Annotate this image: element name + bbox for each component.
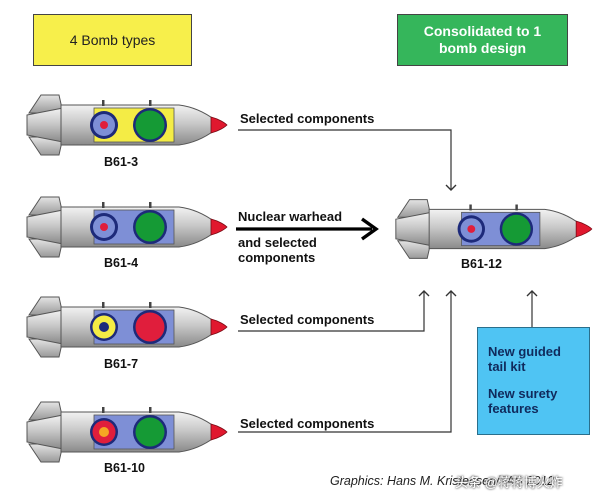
selected-components-label-1: Selected components <box>240 111 375 126</box>
consolidated-box: Consolidated to 1 bomb design <box>397 14 568 66</box>
selected-components-label-4: Selected components <box>240 416 375 431</box>
new-features-box: New guided tail kit New surety features <box>477 327 590 435</box>
graphics-credit: Graphics: Hans M. Kristensen/FAS 2012 <box>330 474 555 488</box>
b61-12-label: B61-12 <box>461 257 502 271</box>
arrow-b61-10 <box>238 290 457 433</box>
selected-components-label-3: Selected components <box>240 312 375 327</box>
consolidated-label: Consolidated to 1 bomb design <box>423 23 542 56</box>
bomb-types-box: 4 Bomb types <box>33 14 192 66</box>
watermark: 头条 @蒋蒋博火炸 <box>455 475 563 490</box>
arrow-b61-3 <box>238 129 457 191</box>
warhead-selected-components-label: and selected components <box>238 235 317 265</box>
and-selected-text: and selected <box>238 235 317 250</box>
arrow-b61-4 <box>236 217 379 241</box>
bomb-b61-10 <box>26 401 228 463</box>
components-text: components <box>238 250 316 265</box>
bomb-types-label: 4 Bomb types <box>69 32 156 48</box>
arrow-b61-7 <box>238 290 430 332</box>
nuclear-warhead-label: Nuclear warhead <box>238 209 343 224</box>
new-surety-features-label: New surety features <box>488 386 558 416</box>
bomb-b61-3 <box>26 94 228 156</box>
b61-3-label: B61-3 <box>104 155 139 169</box>
arrows <box>238 129 538 433</box>
b61-4-label: B61-4 <box>104 256 139 270</box>
bomb-b61-4 <box>26 196 228 258</box>
bomb-b61-12 <box>395 199 593 259</box>
new-guided-tail-kit-label: New guided tail kit <box>488 344 561 374</box>
b61-7-label: B61-7 <box>104 357 139 371</box>
bomb-b61-7 <box>26 296 228 358</box>
b61-10-label: B61-10 <box>104 461 145 475</box>
